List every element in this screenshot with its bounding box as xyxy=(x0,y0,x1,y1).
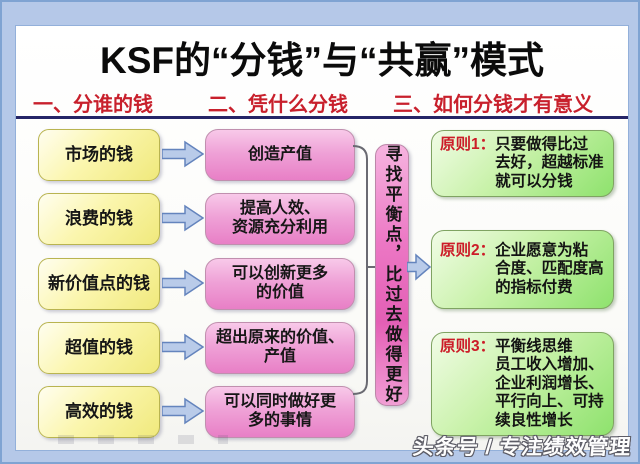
page-title: KSF的“分钱”与“共赢”模式 xyxy=(100,40,544,81)
principle-text: 只要做得比过 去好，超越标准 就可以分钱 xyxy=(495,135,604,190)
money-box-new-value: 新价值点的钱 xyxy=(38,258,160,310)
balance-point-label: 寻找平衡点，比过去做得更好 xyxy=(382,145,402,405)
watermark: 头条号 / 专注绩效管理 xyxy=(412,436,634,459)
basis-box-efficiency: 提高人效、 资源充分利用 xyxy=(205,193,355,245)
money-box-high-efficiency: 高效的钱 xyxy=(38,386,160,438)
right-arrow-icon xyxy=(162,140,204,168)
right-arrow-icon xyxy=(162,204,204,232)
basis-box-exceed-value: 超出原来的价值、 产值 xyxy=(205,322,355,374)
diagram-panel: KSF的“分钱”与“共赢”模式 一、分谁的钱 二、凭什么分钱 三、如何分钱才有意… xyxy=(15,25,629,451)
principle-content: 原则2： 企业愿意为粘 合度、匹配度高 的指标付费 xyxy=(440,242,604,298)
principle-label: 原则3： xyxy=(440,337,496,355)
principle-content: 原则3： 平衡线思维 员工收入增加、 企业利润增长、 平行向上、可持 续良性增长 xyxy=(440,338,604,431)
faint-watermark-remnant xyxy=(58,435,228,444)
principle-label: 原则1： xyxy=(440,135,496,153)
basis-box-create-value: 创造产值 xyxy=(205,129,355,181)
principle-box-1: 原则1： 只要做得比过 去好，超越标准 就可以分钱 xyxy=(431,130,614,197)
money-box-surplus: 超值的钱 xyxy=(38,322,160,374)
money-box-market: 市场的钱 xyxy=(38,129,160,181)
money-box-waste: 浪费的钱 xyxy=(38,193,160,245)
basis-box-more-things: 可以同时做好更 多的事情 xyxy=(205,386,355,438)
header-divider xyxy=(16,116,628,119)
section-header-basis: 二、凭什么分钱 xyxy=(208,94,348,116)
right-arrow-icon xyxy=(162,269,204,297)
right-arrow-icon xyxy=(162,397,204,425)
basis-box-innovation: 可以创新更多 的价值 xyxy=(205,258,355,310)
balance-point-bar: 寻找平衡点，比过去做得更好 xyxy=(375,144,409,406)
section-header-meaning: 三、如何分钱才有意义 xyxy=(393,94,593,116)
principle-box-3: 原则3： 平衡线思维 员工收入增加、 企业利润增长、 平行向上、可持 续良性增长 xyxy=(431,332,614,436)
right-arrow-icon xyxy=(407,253,431,281)
right-arrow-icon xyxy=(162,333,204,361)
principle-text: 平衡线思维 员工收入增加、 企业利润增长、 平行向上、可持 续良性增长 xyxy=(495,337,604,429)
principle-content: 原则1： 只要做得比过 去好，超越标准 就可以分钱 xyxy=(440,136,604,192)
principle-label: 原则2： xyxy=(440,241,496,259)
section-header-whose-money: 一、分谁的钱 xyxy=(33,94,153,116)
principle-text: 企业愿意为粘 合度、匹配度高 的指标付费 xyxy=(495,241,604,296)
principle-box-2: 原则2： 企业愿意为粘 合度、匹配度高 的指标付费 xyxy=(431,230,614,309)
